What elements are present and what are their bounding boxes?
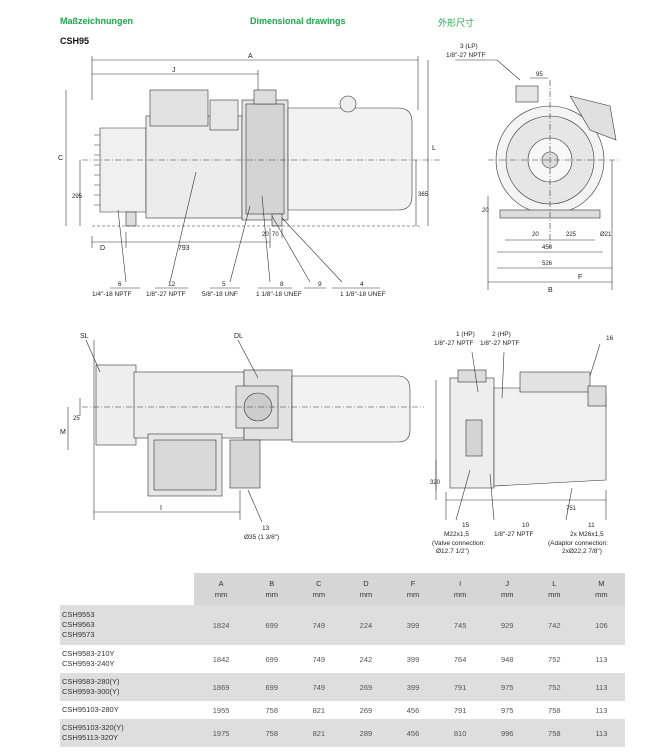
dim-d21: Ø21 — [600, 232, 612, 238]
dim-20-base: 20 — [532, 232, 539, 238]
dim-A: A — [248, 53, 253, 60]
model-title: CSH95 — [60, 36, 90, 46]
callout-10-num: 10 — [522, 522, 530, 529]
callout-8-num: 8 — [280, 281, 284, 288]
table-row: CSH95103-280Y 1955 758 821 269 456 791 9… — [60, 701, 625, 719]
dim-C: C — [58, 155, 63, 162]
callout-13-spec: Ø35 (1 3/8") — [244, 534, 279, 541]
callout-15-note1: (Valve connection: — [432, 540, 485, 547]
callout-6-spec: 1/4"-18 NPTF — [92, 291, 132, 298]
callout-9-num: 9 — [318, 281, 322, 288]
dim-M: M — [60, 429, 66, 436]
callout-12-spec: 1/8"-27 NPTF — [146, 291, 186, 298]
dim-225: 225 — [566, 232, 577, 238]
side-view-drawing — [65, 56, 440, 289]
dim-I: I — [160, 505, 162, 512]
label-DL: DL — [234, 333, 243, 340]
callout-4-spec: 1 1/8"-18 UNEF — [340, 291, 386, 298]
hp2-num: 2 (HP) — [492, 331, 511, 338]
callout-15-num: 15 — [462, 522, 470, 529]
lp-num: 3 (LP) — [460, 43, 478, 50]
dim-25: 25 — [73, 416, 80, 422]
dim-365: 365 — [418, 192, 429, 198]
lp-spec: 1/8"-27 NPTF — [446, 52, 486, 59]
dim-751: 751 — [566, 506, 577, 512]
header-de: Maßzeichnungen — [60, 16, 134, 26]
callout-8-spec: 1 1/8"-18 UNEF — [256, 291, 302, 298]
dim-95: 95 — [536, 72, 543, 78]
dim-F: F — [578, 274, 582, 281]
hp2-spec: 1/8"-27 NPTF — [480, 340, 520, 347]
dim-70: 70 — [272, 232, 279, 238]
dim-793: 793 — [178, 245, 190, 252]
hp1-spec: 1/8"-27 NPTF — [434, 340, 474, 347]
callout-11-note2: 2xØ22,2 7/8") — [562, 548, 602, 555]
callout-10-spec: 1/8"-27 NPTF — [494, 531, 534, 538]
table-row: CSH95103-320(Y)CSH95113-320Y 1975 758 82… — [60, 719, 625, 747]
callout-15-note2: Ø12.7 1/2") — [436, 548, 469, 555]
callout-13-num: 13 — [262, 525, 270, 532]
callout-12-num: 12 — [168, 281, 176, 288]
header-en: Dimensional drawings — [250, 16, 346, 26]
table-row: CSH9583-280(Y)CSH9593-300(Y) 1869 699 74… — [60, 673, 625, 701]
dim-J: J — [172, 67, 176, 74]
dim-320: 320 — [430, 480, 441, 486]
dim-450: 450 — [542, 245, 553, 251]
callout-11-spec: 2x M26x1,5 — [570, 531, 604, 538]
dim-20-end: 20 — [482, 208, 489, 214]
header-zh: 外形尺寸 — [438, 18, 475, 28]
table-header-blank — [60, 573, 194, 605]
callout-11-note1: (Adaptor connection: — [548, 540, 608, 547]
callout-4-num: 4 — [360, 281, 364, 288]
callout-5-spec: 5/8"-18 UNF — [202, 291, 238, 298]
dimensional-drawings: A J C 295 L 365 D 793 20 70 6 1/4"-18 NP… — [58, 43, 620, 555]
callout-6-num: 6 — [118, 281, 122, 288]
dim-526: 526 — [542, 261, 553, 267]
dim-295: 295 — [72, 194, 83, 200]
callout-16: 16 — [606, 335, 614, 342]
dim-D: D — [100, 245, 105, 252]
dim-L: L — [432, 145, 436, 152]
callout-15-spec: M22x1,5 — [444, 531, 469, 538]
top-view-drawing — [67, 339, 424, 523]
front-view-drawing — [435, 343, 607, 521]
callout-11-num: 11 — [588, 522, 595, 529]
end-view-drawing — [455, 59, 620, 290]
hp1-num: 1 (HP) — [456, 331, 475, 338]
dim-B: B — [548, 287, 553, 294]
label-SL: SL — [80, 333, 89, 340]
callout-5-num: 5 — [222, 281, 226, 288]
dim-20: 20 — [262, 232, 269, 238]
